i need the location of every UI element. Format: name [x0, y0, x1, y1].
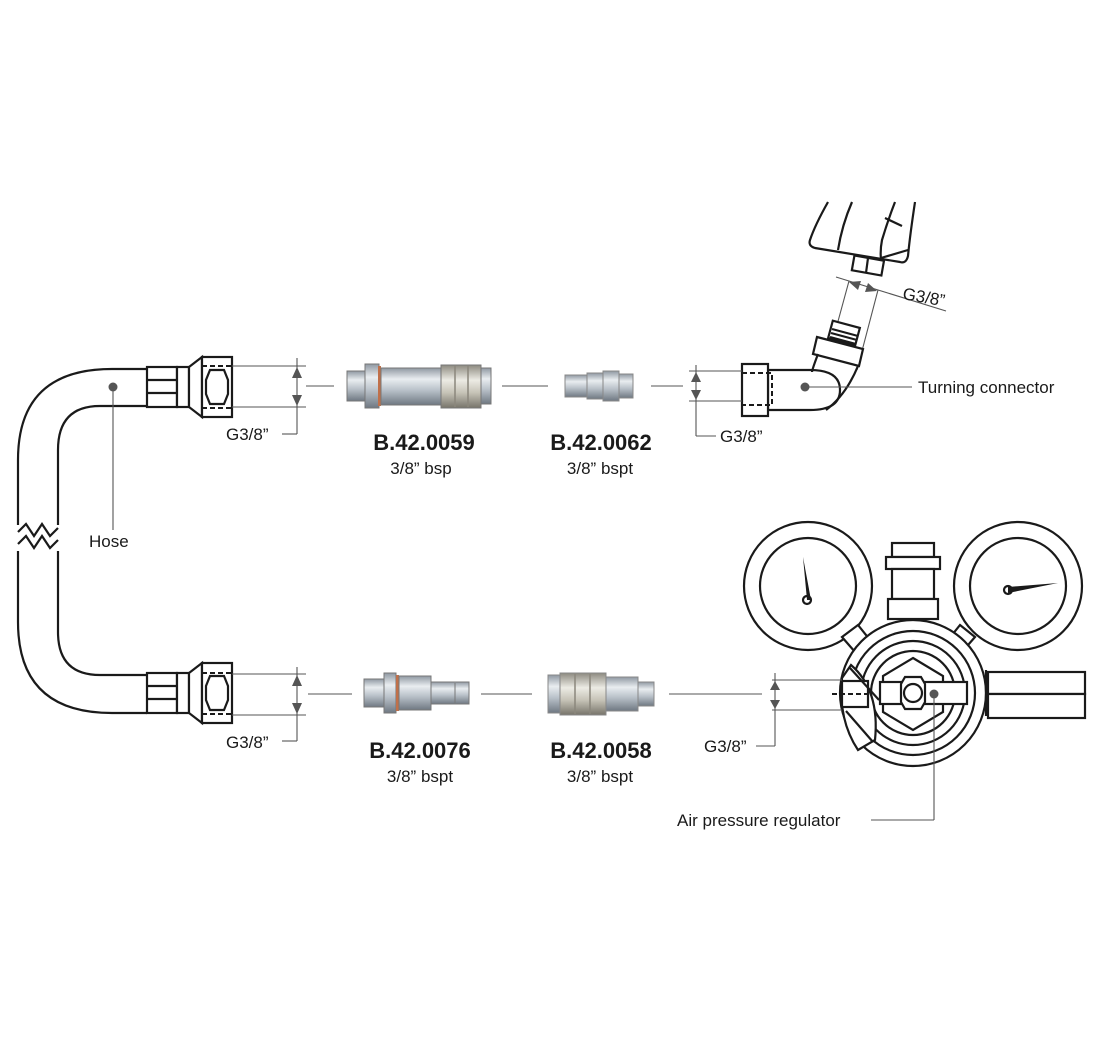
right-gauge [952, 520, 1084, 652]
part-image-b42-0058 [547, 672, 655, 716]
hose-break-mark-bottom [17, 534, 59, 550]
hose-break-mark-top [17, 522, 59, 538]
part-code: B.42.0059 [373, 430, 475, 455]
part-image-b42-0062 [564, 370, 634, 402]
turning-connector-label: Turning connector [918, 378, 1055, 397]
thread-size-hose-top: G3/8” [226, 425, 269, 444]
thread-size-gun: G3/8” [901, 284, 947, 310]
part-code: B.42.0062 [550, 430, 652, 455]
hose-fitting-bottom [145, 660, 234, 726]
thread-size-turning-connector: G3/8” [720, 427, 763, 446]
part-image-b42-0076 [363, 672, 470, 714]
hose-fitting-top [145, 354, 234, 420]
dimension-hose-bottom [232, 667, 352, 742]
dimension-regulator [756, 673, 842, 747]
hose [14, 367, 147, 715]
part-spec: 3/8” bspt [387, 767, 453, 786]
hose-label: Hose [89, 532, 129, 551]
turning-connector [740, 319, 912, 418]
air-pressure-regulator [742, 520, 1087, 821]
part-code: B.42.0058 [550, 738, 652, 763]
part-image-b42-0059 [346, 363, 492, 409]
spray-gun-handle [808, 201, 917, 277]
dimension-hose-top [232, 358, 334, 435]
air-pressure-regulator-label: Air pressure regulator [677, 811, 841, 830]
thread-size-regulator: G3/8” [704, 737, 747, 756]
part-spec: 3/8” bsp [390, 459, 451, 478]
dimension-turning-connector [689, 365, 742, 437]
thread-size-hose-bottom: G3/8” [226, 733, 269, 752]
part-spec: 3/8” bspt [567, 459, 633, 478]
part-spec: 3/8” bspt [567, 767, 633, 786]
part-code: B.42.0076 [369, 738, 471, 763]
